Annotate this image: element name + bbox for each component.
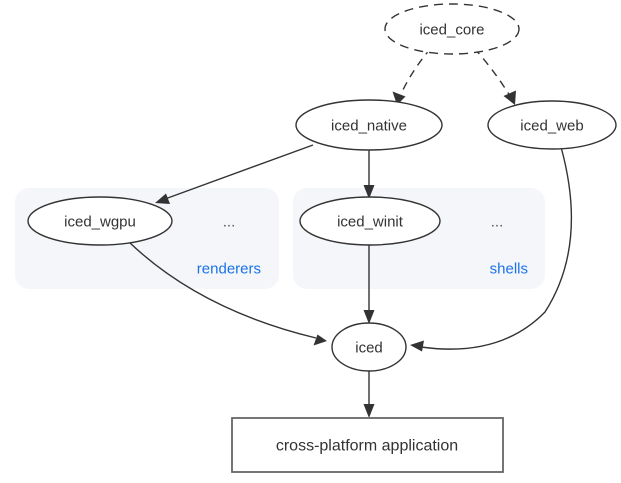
cluster-renderers-ellipsis: ... — [223, 214, 236, 231]
node-iced-native[interactable]: iced_native — [295, 99, 443, 151]
edge-iced-to-app — [363, 371, 375, 418]
cluster-shells-label: shells — [490, 261, 528, 278]
edge-iced-native-to-iced-wgpu — [155, 144, 314, 204]
cluster-renderers-label: renderers — [197, 261, 261, 278]
edge-iced-core-to-iced-web — [473, 47, 516, 105]
node-iced-winit-shape[interactable] — [299, 196, 441, 246]
cluster-shells-ellipsis: ... — [491, 214, 504, 231]
node-iced-wgpu-shape[interactable] — [27, 196, 173, 246]
node-iced-wgpu[interactable]: iced_wgpu — [27, 196, 173, 246]
node-iced-native-shape[interactable] — [295, 99, 443, 151]
edge-iced-core-to-iced-native — [392, 47, 432, 105]
node-iced-core-shape[interactable] — [384, 3, 520, 55]
node-cross-platform-application[interactable]: cross-platform application — [231, 417, 504, 473]
node-iced-web-shape[interactable] — [487, 100, 617, 150]
edge-iced-wgpu-to-iced — [128, 241, 327, 346]
node-app-shape[interactable] — [231, 417, 504, 473]
node-iced[interactable]: iced — [331, 322, 407, 372]
edge-iced-web-to-iced — [410, 146, 573, 352]
edge-iced-native-to-iced-winit — [363, 149, 375, 199]
node-iced-shape[interactable] — [331, 322, 407, 372]
node-iced-web[interactable]: iced_web — [487, 100, 617, 150]
node-iced-core[interactable]: iced_core — [384, 3, 520, 55]
node-iced-winit[interactable]: iced_winit — [299, 196, 441, 246]
edge-iced-winit-to-iced — [363, 245, 375, 324]
